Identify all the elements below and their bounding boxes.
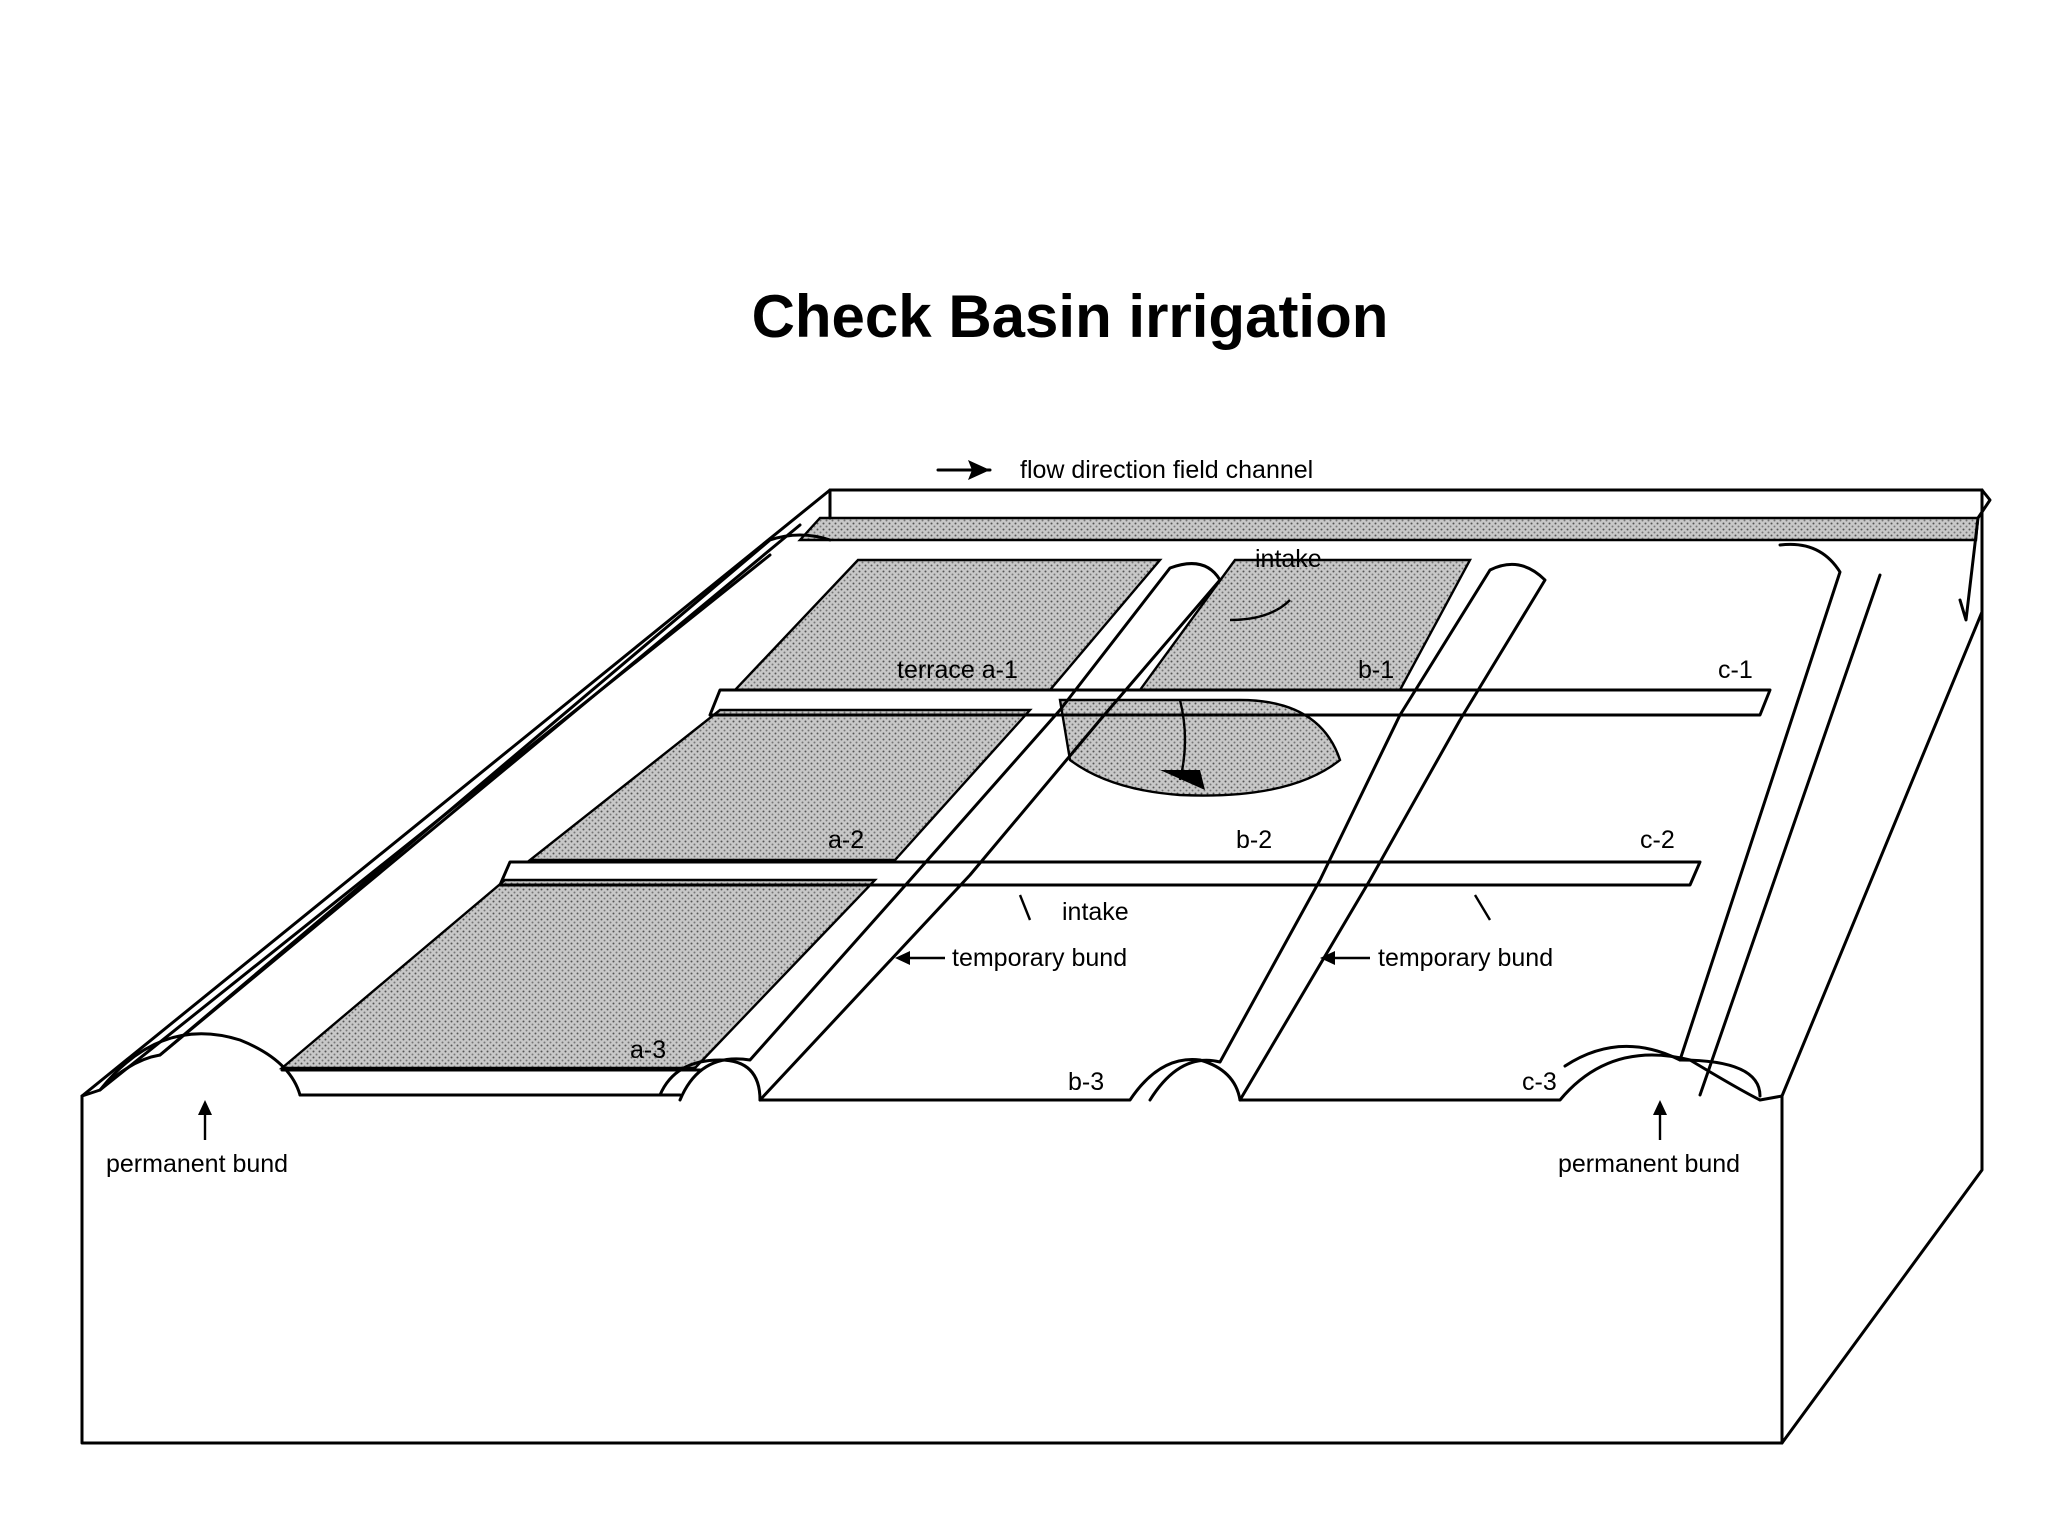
field-channel: [797, 488, 1992, 622]
label-permanent-bund-right: permanent bund: [1558, 1150, 1740, 1178]
diagram-labels: flow direction field channel intake terr…: [106, 456, 1753, 1178]
label-permanent-bund-left: permanent bund: [106, 1150, 288, 1178]
label-temporary-bund-right: temporary bund: [1378, 944, 1553, 972]
label-b3: b-3: [1068, 1068, 1104, 1096]
label-c3: c-3: [1522, 1068, 1557, 1096]
label-a2: a-2: [828, 826, 864, 854]
label-flow-direction: flow direction field channel: [1020, 456, 1313, 484]
intake-mid-arrow-icon: [1160, 770, 1205, 790]
label-terrace-a1: terrace a-1: [897, 656, 1018, 684]
label-intake-mid: intake: [1062, 898, 1129, 926]
front-profile: [80, 1032, 1784, 1102]
basin-b1-overflow: [1058, 698, 1342, 797]
label-c2: c-2: [1640, 826, 1675, 854]
column-bunds: [678, 562, 1547, 1102]
label-b2: b-2: [1236, 826, 1272, 854]
basin-a2: [526, 708, 1033, 862]
basin-b1: [1137, 558, 1473, 692]
label-intake-top: intake: [1255, 545, 1322, 573]
label-c1: c-1: [1718, 656, 1753, 684]
label-b1: b-1: [1358, 656, 1394, 684]
page-title: Check Basin irrigation: [751, 283, 1389, 350]
permanent-bunds: [98, 523, 1882, 1098]
flow-arrowhead-icon: [968, 460, 990, 480]
basin-a3: [278, 878, 878, 1070]
intake-top-pointer: [1229, 599, 1291, 622]
flooded-basins: [278, 558, 1473, 1070]
label-a3: a-3: [630, 1036, 666, 1064]
label-temporary-bund-left: temporary bund: [952, 944, 1127, 972]
arrows: [198, 460, 1667, 1140]
